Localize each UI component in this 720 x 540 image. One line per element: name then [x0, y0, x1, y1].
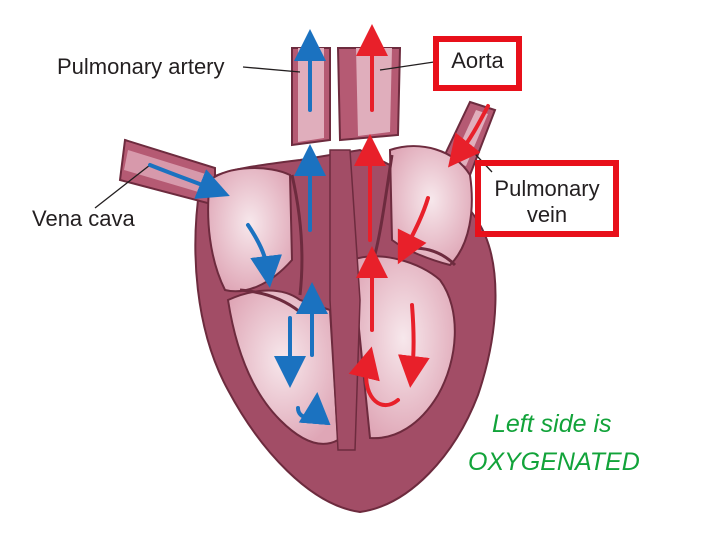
pulmonary-artery-label: Pulmonary artery: [57, 54, 225, 79]
red-arrow-la-down: [397, 196, 430, 265]
pulmonary-artery-leader: [242, 66, 301, 73]
deoxygenated-arrows: [148, 29, 331, 426]
blue-arrow-rv-curl: [296, 392, 331, 426]
blue-arrow-ra-down: [246, 223, 283, 288]
pulmonary-vein-label: Pulmonary vein: [494, 176, 600, 227]
left-atrium: [388, 145, 473, 267]
red-arrow-lv-curl: [348, 346, 400, 407]
aorta-label: Aorta: [451, 48, 504, 73]
pulmonary-vein-highlight-box: Pulmonary vein: [475, 160, 619, 237]
aorta-highlight-box: Aorta: [433, 36, 522, 91]
oxygenated-arrows: [348, 24, 490, 407]
blue-arrow-vc: [148, 163, 230, 199]
aorta-leader: [379, 61, 435, 71]
red-arrow-pv: [448, 104, 490, 168]
vena-cava-leader: [94, 164, 151, 209]
note-line-2: OXYGENATED: [468, 448, 640, 476]
red-arrow-lv-down: [397, 303, 430, 388]
note-line-1: Left side is: [492, 410, 612, 438]
vena-cava-label: Vena cava: [32, 206, 135, 231]
